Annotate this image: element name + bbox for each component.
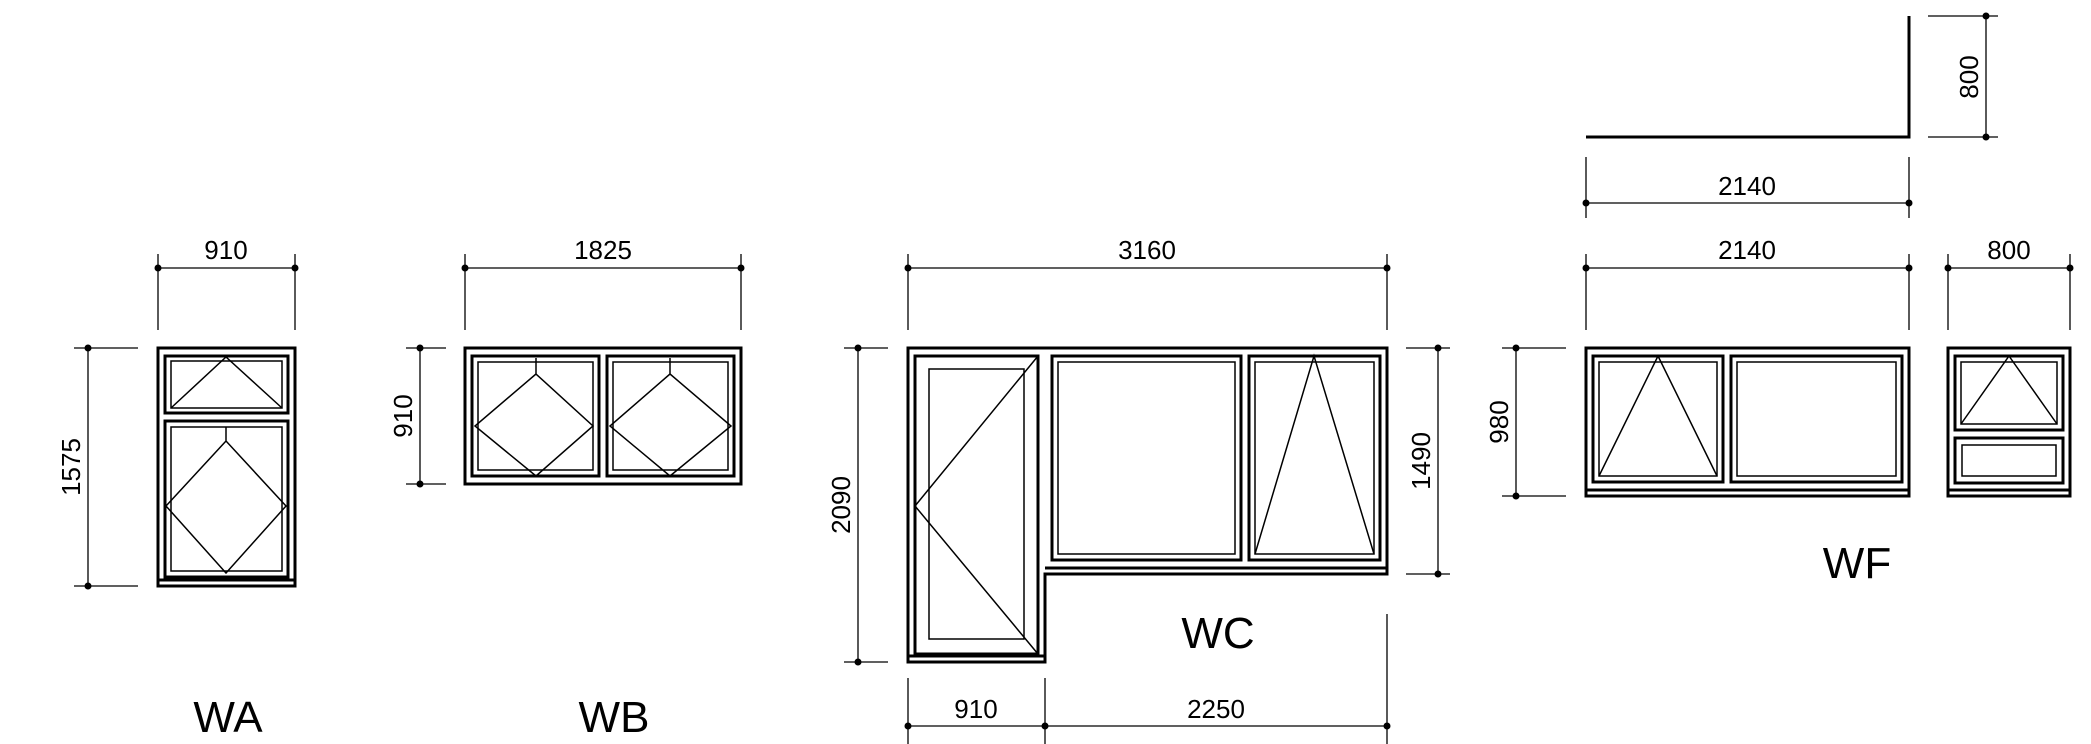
dimension-wf-main-width: 2140 — [1582, 235, 1913, 330]
dimension-wf-top-height: 800 — [1928, 12, 1998, 141]
dimension-wc-height-right-label: 1490 — [1406, 432, 1436, 490]
dimension-wf-main-width-label: 2140 — [1718, 235, 1776, 265]
window-wa: 910 1575 WA — [56, 235, 299, 742]
dimension-wb-height: 910 — [388, 344, 446, 488]
window-wc-tag: WC — [1181, 609, 1254, 658]
window-wf: 800 2140 — [1484, 12, 2074, 588]
window-wc-frame — [906, 346, 1389, 664]
dimension-wf-height: 980 — [1484, 344, 1566, 500]
dimension-wc-width: 3160 — [904, 235, 1391, 330]
window-wa-tag: WA — [193, 693, 263, 742]
dimension-wa-width-label: 910 — [204, 235, 247, 265]
window-wc: 3160 2090 1490 910 2250 — [826, 235, 1450, 744]
dimension-wc-height-left-label: 2090 — [826, 476, 856, 534]
dimension-wb-width: 1825 — [461, 235, 745, 330]
window-wb-tag: WB — [579, 693, 650, 742]
dimension-wc-bottom: 910 2250 — [904, 614, 1391, 744]
window-wf-tag: WF — [1823, 539, 1891, 588]
dimension-wc-height-left: 2090 — [826, 344, 888, 666]
dimension-wf-side-width: 800 — [1944, 235, 2074, 330]
window-wf-frame — [1584, 346, 2072, 498]
window-wf-plan-outline — [1586, 16, 1911, 139]
dimension-wa-height-label: 1575 — [56, 438, 86, 496]
dimension-wb-width-label: 1825 — [574, 235, 632, 265]
dimension-wa-height: 1575 — [56, 344, 138, 590]
dimension-wc-width-label: 3160 — [1118, 235, 1176, 265]
dimension-wf-top-height-label: 800 — [1954, 55, 1984, 98]
dimension-wc-height-right: 1490 — [1406, 344, 1450, 578]
window-wb-frame — [463, 346, 743, 486]
dimension-wf-height-label: 980 — [1484, 400, 1514, 443]
dimension-wc-bottom-right-label: 2250 — [1187, 694, 1245, 724]
window-wb: 1825 910 WB — [388, 235, 745, 742]
dimension-wf-top-width: 2140 — [1582, 157, 1913, 218]
dimension-wf-top-width-label: 2140 — [1718, 171, 1776, 201]
dimension-wb-height-label: 910 — [388, 394, 418, 437]
dimension-wa-width: 910 — [154, 235, 299, 330]
window-wa-frame — [156, 346, 297, 588]
dimension-wc-bottom-left-label: 910 — [954, 694, 997, 724]
dimension-wf-side-width-label: 800 — [1987, 235, 2030, 265]
